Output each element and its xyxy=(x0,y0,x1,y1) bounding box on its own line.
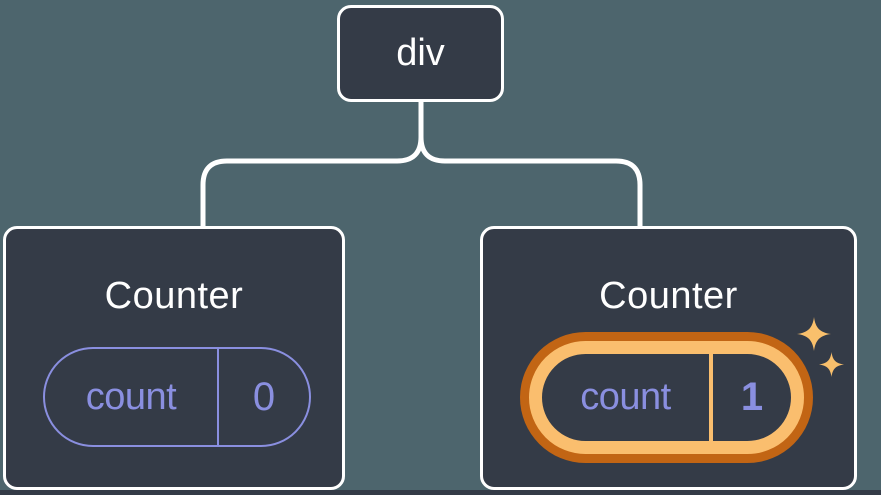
state-value: 0 xyxy=(252,374,276,419)
sparkle-icon xyxy=(819,352,844,377)
state-label: count xyxy=(85,375,177,418)
state-pill: count 1 xyxy=(529,341,804,454)
pill-divider xyxy=(217,349,219,445)
counter-card-left: Counter count 0 xyxy=(3,226,345,490)
root-node-div: div xyxy=(337,5,504,102)
sparkle-icon xyxy=(797,317,831,351)
connector-left-branch xyxy=(200,97,424,233)
root-node-label: div xyxy=(396,32,445,74)
component-title: Counter xyxy=(599,275,738,317)
state-value: 1 xyxy=(740,375,764,419)
connector-right-branch xyxy=(418,134,643,233)
counter-card-right: Counter count 1 xyxy=(480,226,857,490)
state-label: count xyxy=(580,376,671,418)
pill-divider xyxy=(709,354,713,441)
component-title: Counter xyxy=(104,275,244,317)
page-background-strip xyxy=(0,490,881,495)
state-pill: count 0 xyxy=(43,347,311,447)
state-pill-highlight-ring: count 1 xyxy=(520,332,813,463)
